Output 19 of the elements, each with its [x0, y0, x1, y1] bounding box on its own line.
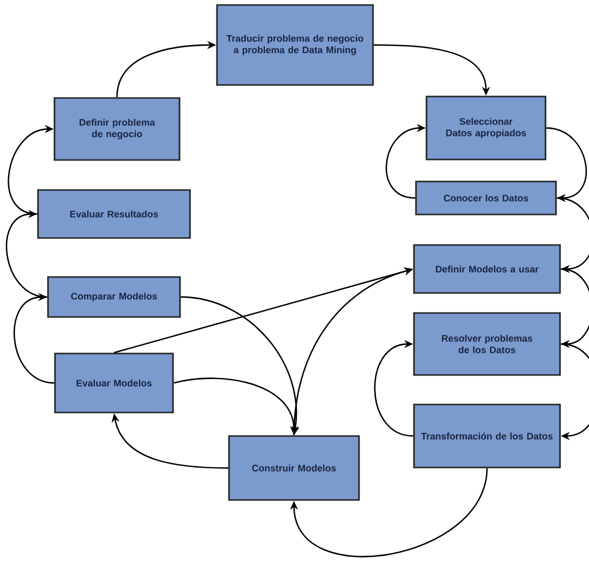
- process-box: Resolver problemas de los Datos: [413, 312, 561, 376]
- process-box: Definir Modelos a usar: [413, 244, 561, 294]
- arrow: [560, 343, 589, 440]
- process-box: Definir problema de negocio: [54, 97, 180, 161]
- process-box: Traducir problema de negocio a problema de Data Mining: [216, 4, 374, 86]
- process-box: Construir Modelos: [228, 435, 360, 501]
- arrow: [14, 292, 54, 384]
- process-box: Evaluar Resultados: [37, 189, 191, 239]
- arrow: [556, 197, 589, 274]
- arrow: [546, 127, 587, 202]
- arrow: [560, 268, 589, 348]
- process-box: Seleccionar Datos apropiados: [426, 96, 546, 160]
- process-box: Transformación de los Datos: [413, 404, 561, 468]
- arrow: [374, 340, 414, 437]
- arrow: [6, 210, 48, 298]
- arrow: [290, 468, 488, 558]
- process-box: Conocer los Datos: [415, 180, 557, 216]
- process-box: Evaluar Modelos: [54, 352, 174, 414]
- process-box: Comparar Modelos: [47, 276, 181, 318]
